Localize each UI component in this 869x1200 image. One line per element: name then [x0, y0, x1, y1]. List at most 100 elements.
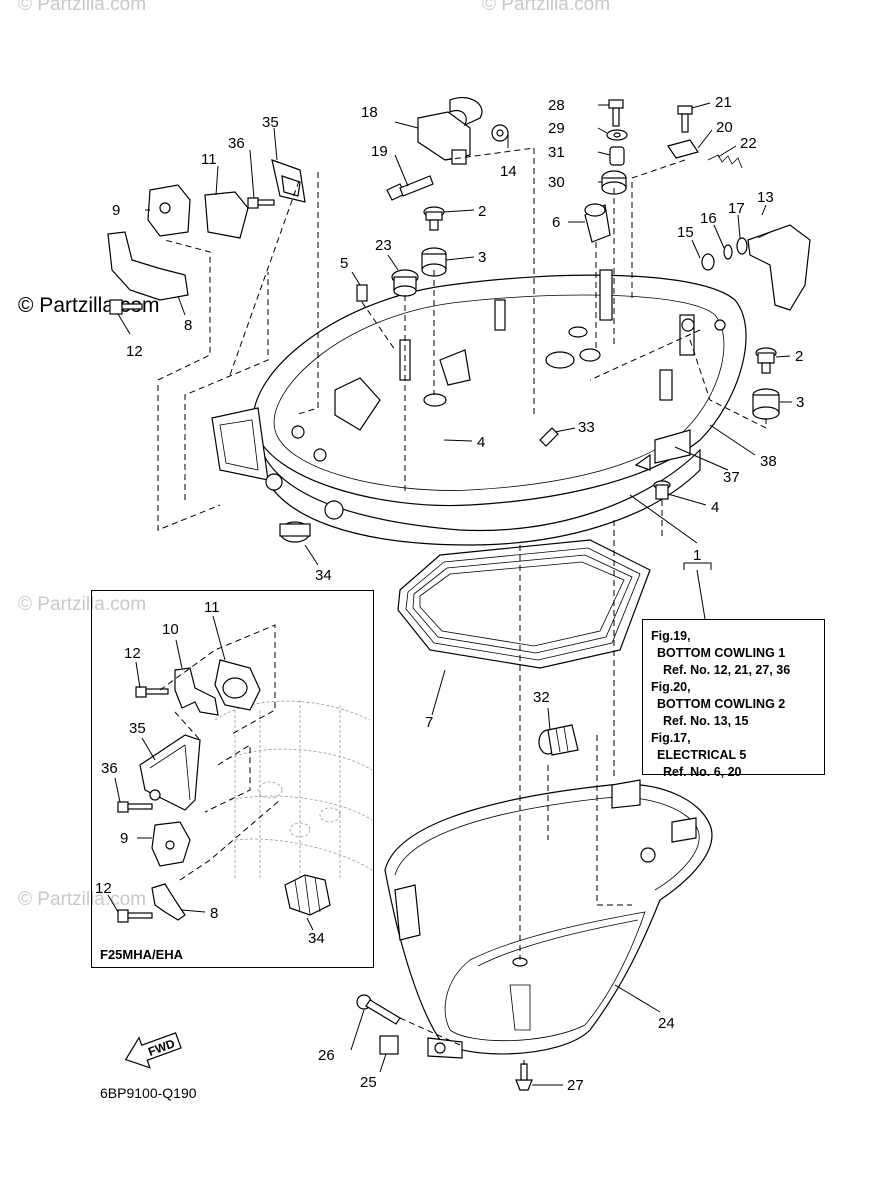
ref-line: Ref. No. 13, 15 [663, 714, 749, 728]
callout-6: 6 [552, 214, 560, 231]
callout-11: 11 [201, 151, 217, 168]
washer-17 [736, 237, 748, 255]
callout-29: 29 [548, 120, 565, 137]
inset-callout-36: 36 [101, 760, 118, 777]
watermark-top-right: © Partzilla.com [482, 0, 610, 15]
callout-3-right: 3 [796, 394, 804, 411]
bolt-2-top [423, 206, 445, 231]
callout-13: 13 [757, 189, 774, 206]
callout-4-right: 4 [711, 499, 719, 516]
inset-frame [91, 590, 374, 968]
ref-line: BOTTOM COWLING 1 [657, 646, 786, 660]
inset-callout-12-top: 12 [124, 645, 141, 662]
inset-callout-35: 35 [129, 720, 146, 737]
diagram-code: 6BP9100-Q190 [100, 1085, 197, 1101]
plug-5 [356, 284, 368, 302]
callout-numbers: 18 19 14 28 29 31 30 6 2 3 23 5 21 20 22… [112, 94, 804, 1094]
grommet-14 [491, 124, 509, 142]
inset-callout-9: 9 [120, 830, 128, 847]
callout-3-top: 3 [478, 249, 486, 266]
callout-32: 32 [533, 689, 550, 706]
watermark-mid-left: © Partzilla.com [18, 594, 146, 615]
callout-23: 23 [375, 237, 392, 254]
callout-15: 15 [677, 224, 694, 241]
callout-2-top: 2 [478, 203, 486, 220]
callout-14: 14 [500, 163, 517, 180]
callout-12: 12 [126, 343, 143, 360]
bottom-cowling-upper [211, 269, 747, 546]
dashed-alignment-lines [157, 147, 767, 1065]
callout-27: 27 [567, 1077, 584, 1094]
callout-4-inner: 4 [477, 434, 485, 451]
bracket-20 [667, 139, 699, 159]
callout-38: 38 [760, 453, 777, 470]
screw-36 [247, 197, 275, 209]
callout-35: 35 [262, 114, 279, 131]
callout-31: 31 [548, 144, 565, 161]
inset-callout-8: 8 [210, 905, 218, 922]
screw-27 [515, 1063, 533, 1091]
callout-18: 18 [361, 104, 378, 121]
bottom-cowling-lower [384, 779, 713, 1059]
callout-2-right: 2 [795, 348, 803, 365]
washer-29 [606, 129, 628, 141]
screw-33 [539, 427, 559, 447]
callout-21: 21 [715, 94, 732, 111]
grommet-23 [391, 269, 419, 297]
grommet-3-right [752, 388, 780, 420]
bolt-2-right [755, 347, 777, 374]
callout-22: 22 [740, 135, 757, 152]
inset-callout-34: 34 [308, 930, 325, 947]
ref-line: Fig.19, [651, 629, 691, 643]
washer-15 [701, 253, 715, 271]
clip-25 [379, 1035, 399, 1055]
part-9 [147, 184, 191, 237]
bolt-19 [386, 175, 434, 201]
callout-7: 7 [425, 714, 433, 731]
watermark-top-left: © Partzilla.com [18, 0, 146, 15]
brand-watermark: © Partzilla.com [18, 294, 160, 317]
callout-1: 1 [693, 547, 701, 564]
callout-36: 36 [228, 135, 245, 152]
screw-12 [109, 299, 143, 315]
part-35 [271, 159, 306, 203]
callout-9: 9 [112, 202, 120, 219]
screw-21 [677, 105, 693, 133]
figure-reference-box: Fig.19, BOTTOM COWLING 1 Ref. No. 12, 21… [642, 619, 825, 779]
grommet-32 [538, 724, 579, 756]
inset-callout-11: 11 [204, 599, 220, 616]
leader-lines [117, 102, 792, 1086]
inset-model-label: F25MHA/EHA [100, 947, 184, 962]
callout-5: 5 [340, 255, 348, 272]
callout-26: 26 [318, 1047, 335, 1064]
callout-17: 17 [728, 200, 745, 217]
collar-4-right [653, 480, 671, 500]
inset-callouts: 12 10 11 35 36 9 12 8 34 [95, 599, 325, 947]
part-11 [204, 191, 249, 239]
lever-13 [747, 224, 811, 311]
callout-25: 25 [360, 1074, 377, 1091]
callout-37: 37 [723, 469, 740, 486]
inset-callout-10: 10 [162, 621, 179, 638]
ref-line: Ref. No. 6, 20 [663, 765, 742, 779]
ref-line: Fig.17, [651, 731, 691, 745]
callout-24: 24 [658, 1015, 675, 1032]
screw-28 [608, 99, 624, 127]
inset-drawing [107, 615, 373, 931]
inset-callout-12-bottom: 12 [95, 880, 112, 897]
part-8 [107, 231, 189, 301]
ref-line: BOTTOM COWLING 2 [657, 697, 786, 711]
callout-33: 33 [578, 419, 595, 436]
fwd-arrow: FWD [124, 1032, 182, 1069]
callout-8: 8 [184, 317, 192, 334]
grommet-6 [584, 203, 611, 243]
callout-28: 28 [548, 97, 565, 114]
callout-20: 20 [716, 119, 733, 136]
ref-line: ELECTRICAL 5 [657, 748, 747, 762]
bolt-26 [356, 994, 401, 1025]
ref-line: Fig.20, [651, 680, 691, 694]
bracket-18 [417, 97, 483, 165]
collar-31 [609, 146, 625, 166]
callout-16: 16 [700, 210, 717, 227]
